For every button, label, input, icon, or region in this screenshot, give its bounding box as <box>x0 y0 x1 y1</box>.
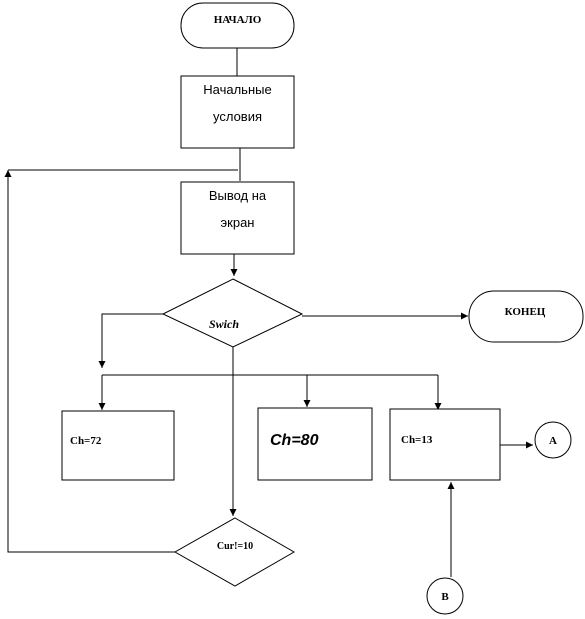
start-terminator: НАЧАЛО <box>180 2 295 49</box>
connector-a: A <box>534 421 572 459</box>
connector-a-circle <box>534 421 572 459</box>
case-13-shape <box>389 408 501 481</box>
condition-shape <box>173 517 296 587</box>
connector-b: B <box>426 577 464 615</box>
switch-label: Swich <box>209 317 239 331</box>
case-13-label: Ch=13 <box>401 434 433 446</box>
init-label-line2: условия <box>213 109 262 124</box>
connector-b-label: B <box>441 591 449 603</box>
connector-a-label: A <box>549 435 557 447</box>
output-label-line1: Вывод на <box>209 188 267 203</box>
init-shape <box>180 75 295 149</box>
output-process: Вывод на экран <box>180 181 295 255</box>
case-13-process: Ch=13 <box>389 408 501 481</box>
start-shape <box>180 2 295 49</box>
init-process: Начальные условия <box>180 75 295 149</box>
case-72-process: Ch=72 <box>61 410 175 481</box>
end-terminator: КОНЕЦ <box>468 290 584 343</box>
start-label: НАЧАЛО <box>214 14 262 26</box>
case-80-shape <box>257 407 373 481</box>
switch-shape <box>161 278 304 348</box>
arrow-loop-up <box>4 170 175 553</box>
switch-decision: Swich <box>161 278 304 348</box>
end-shape <box>468 290 584 343</box>
output-shape <box>180 181 295 255</box>
case-80-label: Ch=80 <box>270 432 319 449</box>
init-label-line1: Начальные <box>203 82 271 97</box>
connector-lines <box>4 48 533 577</box>
case-80-process: Ch=80 <box>257 407 373 481</box>
connector-b-circle <box>426 577 464 615</box>
end-label: КОНЕЦ <box>505 306 546 318</box>
condition-label: Cur!=10 <box>217 541 253 552</box>
case-72-shape <box>61 410 175 481</box>
arrow-switch-left <box>98 313 163 368</box>
output-label-line2: экран <box>221 215 255 230</box>
case-72-label: Ch=72 <box>70 435 102 447</box>
condition-decision: Cur!=10 <box>173 517 296 587</box>
